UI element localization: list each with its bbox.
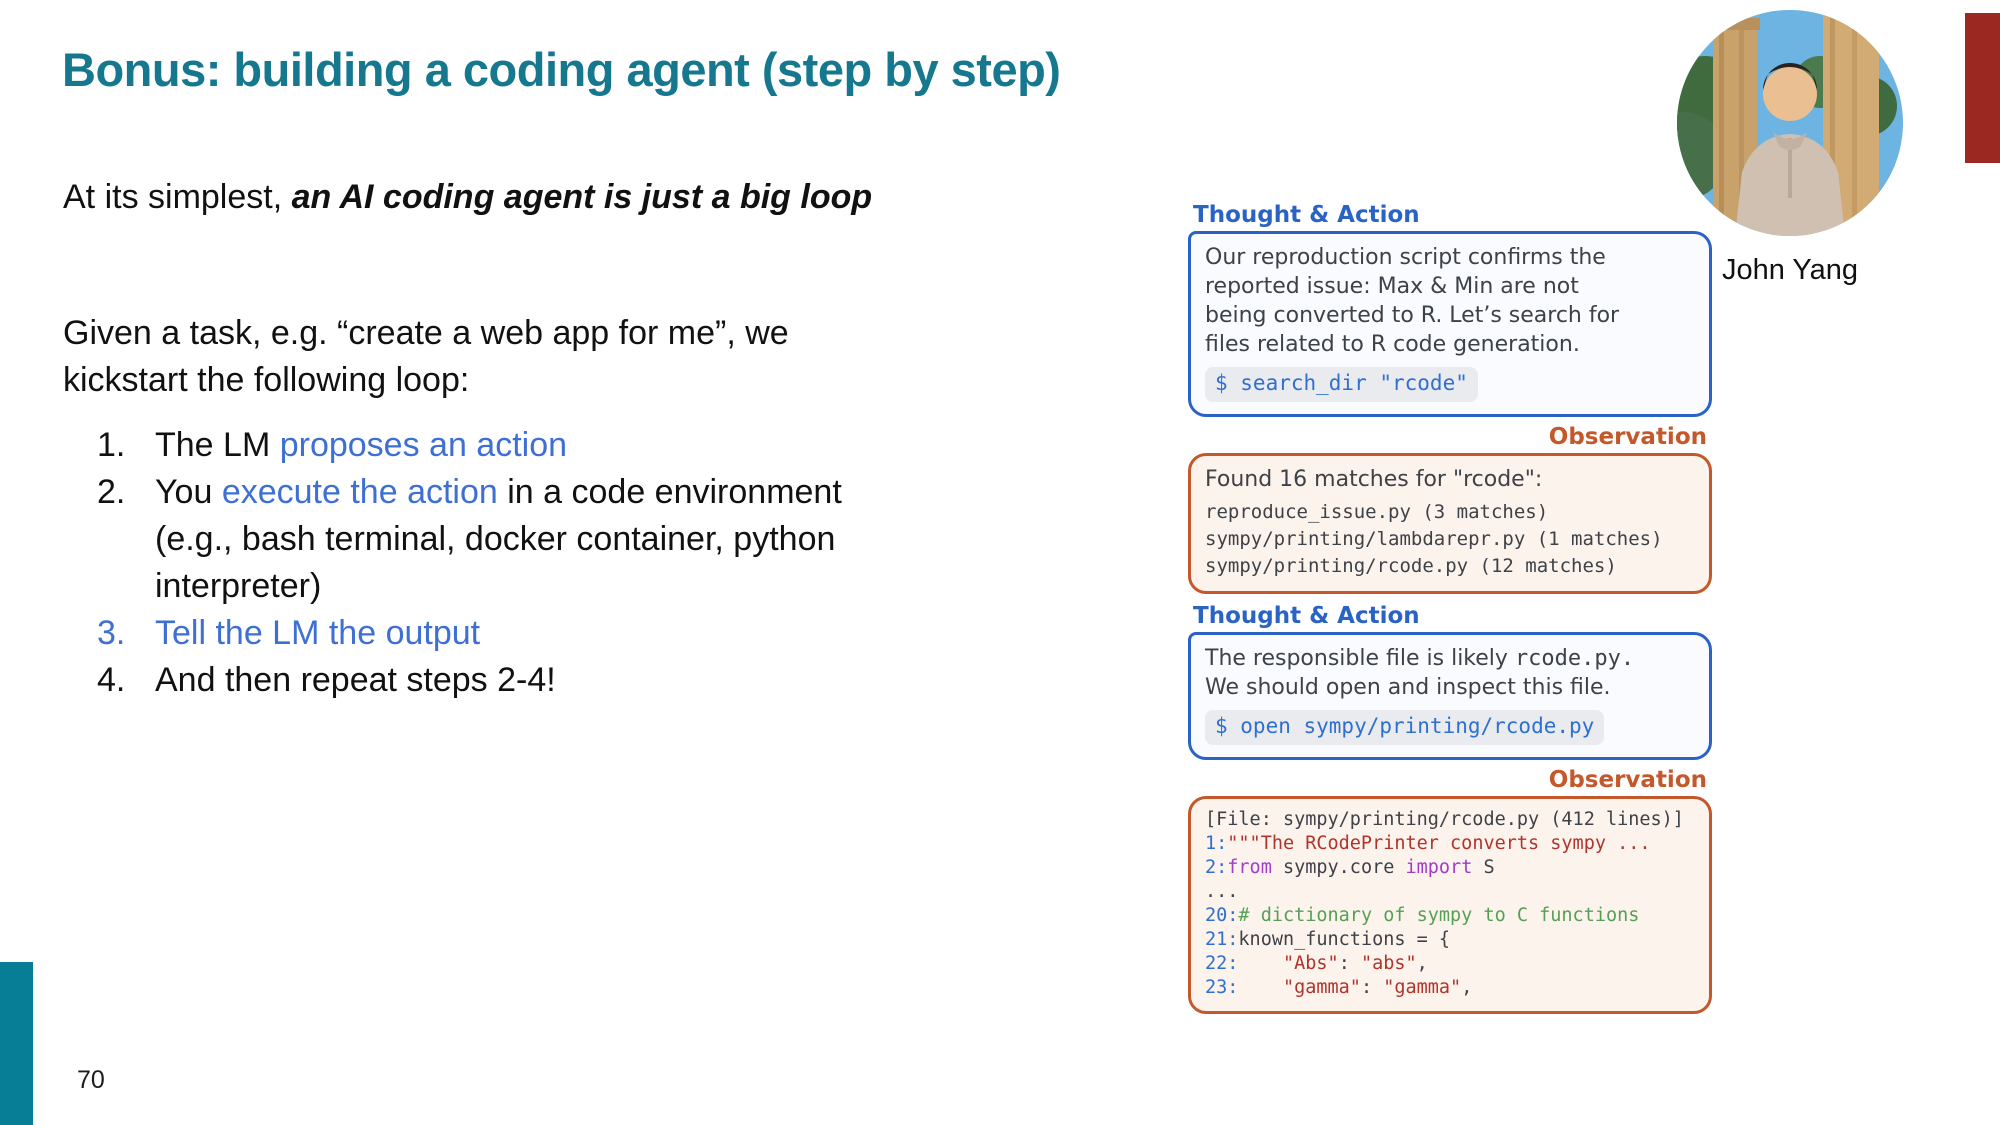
step-text-plain: You <box>155 473 222 511</box>
code-text: known_functions = { <box>1238 929 1451 950</box>
code-text: , <box>1416 953 1428 974</box>
line-number: 23: <box>1205 977 1239 998</box>
step-text-highlight: execute the action <box>221 473 498 511</box>
step-item-1: 1. The LM proposes an action <box>97 422 927 469</box>
file-match: sympy/printing/rcode.py (12 matches) <box>1205 555 1617 577</box>
command-chip: $ open sympy/printing/rcode.py <box>1205 710 1605 745</box>
code-string: "gamma" <box>1282 977 1361 998</box>
code-comment: # dictionary of sympy to C functions <box>1238 905 1640 926</box>
accent-bar-teal <box>0 962 33 1125</box>
code-string: """The RCodePrinter converts sympy ... <box>1227 833 1651 854</box>
code-line: 1:"""The RCodePrinter converts sympy ... <box>1205 832 1695 856</box>
inline-code: rcode.py. <box>1514 646 1635 671</box>
code-text: : <box>1360 977 1384 998</box>
intro-emphasis: an AI coding agent is just a big loop <box>291 178 873 216</box>
observation-label: Observation <box>1548 424 1707 450</box>
code-line: 22: "Abs": "abs", <box>1205 952 1695 976</box>
task-line-2: kickstart the following loop: <box>63 361 470 399</box>
line-number: 22: <box>1205 953 1239 974</box>
step-number: 4. <box>97 661 126 699</box>
code-string: "gamma" <box>1383 977 1462 998</box>
step-text: You execute the action in a code environ… <box>155 469 927 610</box>
line-number: 2: <box>1205 857 1228 878</box>
step-text-plain: And then repeat steps 2-4! <box>155 661 556 699</box>
step-text-highlight: proposes an action <box>279 426 568 464</box>
thought-action-label: Thought & Action <box>1193 603 1420 629</box>
intro-prefix: At its simplest, <box>63 178 292 216</box>
code-line: 2:from sympy.core import S <box>1205 856 1695 880</box>
step-number: 2. <box>97 473 126 511</box>
code-text <box>1238 953 1283 974</box>
command-chip: $ search_dir "rcode" <box>1205 367 1478 402</box>
task-text: Given a task, e.g. “create a web app for… <box>63 310 923 404</box>
agent-thought-line: files related to R code generation. <box>1205 332 1580 357</box>
code-text: , <box>1461 977 1473 998</box>
code-keyword: from <box>1227 857 1272 878</box>
thought-action-box-1: Our reproduction script confirms the rep… <box>1188 231 1712 417</box>
step-text-highlight: Tell the LM the output <box>155 614 481 652</box>
page-title: Bonus: building a coding agent (step by … <box>62 43 1061 96</box>
agent-thought-line: Our reproduction script confirms the <box>1205 245 1606 270</box>
step-number: 3. <box>97 614 126 652</box>
accent-bar-red <box>1965 13 2000 163</box>
code-line: [File: sympy/printing/rcode.py (412 line… <box>1205 809 1684 830</box>
intro-text: At its simplest, an AI coding agent is j… <box>63 178 923 217</box>
observation-label: Observation <box>1548 767 1707 793</box>
observation-box-2: [File: sympy/printing/rcode.py (412 line… <box>1188 796 1712 1014</box>
agent-thought-line: The responsible file is likely rcode.py. <box>1205 644 1695 673</box>
line-number: 21: <box>1205 929 1239 950</box>
loop-steps-list: 1. The LM proposes an action 2. You exec… <box>97 422 927 704</box>
match-heading: Found 16 matches for "rcode": <box>1205 467 1543 492</box>
thought-text: The responsible file is likely <box>1205 646 1515 671</box>
step-item-3: 3. Tell the LM the output <box>97 610 927 657</box>
thought-action-box-2: The responsible file is likely rcode.py.… <box>1188 632 1712 760</box>
agent-thought-line: reported issue: Max & Min are not <box>1205 274 1579 299</box>
agent-thought-line: We should open and inspect this file. <box>1205 675 1611 700</box>
page-number: 70 <box>77 1066 105 1094</box>
code-line: 23: "gamma": "gamma", <box>1205 976 1695 1000</box>
observation-box-1: Found 16 matches for "rcode": reproduce_… <box>1188 453 1712 594</box>
code-text: sympy.core <box>1271 857 1406 878</box>
step-item-4: 4. And then repeat steps 2-4! <box>97 657 927 704</box>
code-text: S <box>1472 857 1495 878</box>
code-text <box>1238 977 1283 998</box>
code-keyword: import <box>1405 857 1473 878</box>
step-item-2: 2. You execute the action in a code envi… <box>97 469 927 610</box>
file-match-list: reproduce_issue.py (3 matches) sympy/pri… <box>1205 499 1695 580</box>
file-match: reproduce_issue.py (3 matches) <box>1205 501 1549 523</box>
thought-action-label: Thought & Action <box>1193 202 1420 228</box>
step-number: 1. <box>97 426 126 464</box>
agent-loop-figure: Thought & Action Our reproduction script… <box>1188 202 1712 1014</box>
file-match: sympy/printing/lambdarepr.py (1 matches) <box>1205 528 1663 550</box>
code-line: 20:# dictionary of sympy to C functions <box>1205 904 1695 928</box>
code-string: "abs" <box>1360 953 1417 974</box>
agent-thought-line: being converted to R. Let’s search for <box>1205 303 1620 328</box>
step-text: The LM proposes an action <box>155 422 567 469</box>
step-text: Tell the LM the output <box>155 610 480 657</box>
step-text-plain: in a code environment (e.g., bash termin… <box>155 473 842 605</box>
task-line-1: Given a task, e.g. “create a web app for… <box>63 314 789 352</box>
code-line: 21:known_functions = { <box>1205 928 1695 952</box>
line-number: 20: <box>1205 905 1239 926</box>
code-text: : <box>1338 953 1361 974</box>
step-text-plain: The LM <box>155 426 280 464</box>
line-number: 1: <box>1205 833 1228 854</box>
step-text: And then repeat steps 2-4! <box>155 657 556 704</box>
speaker-name: John Yang <box>1722 254 1858 286</box>
code-string: "Abs" <box>1282 953 1339 974</box>
code-line: ... <box>1205 881 1239 902</box>
